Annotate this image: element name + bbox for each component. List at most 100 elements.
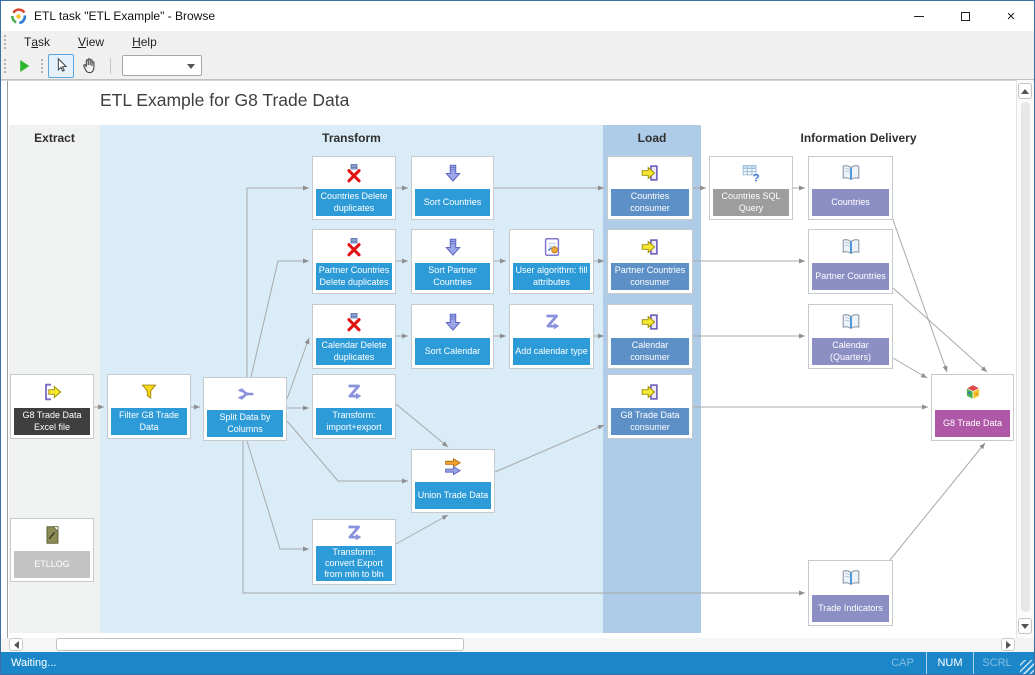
toolbar-separator [110,57,111,74]
horizontal-scroll-thumb[interactable] [56,638,464,651]
filter-icon [108,375,190,408]
node-label: Countries consumer [611,189,689,216]
play-icon [15,57,33,75]
import-icon [608,157,692,189]
split-icon [204,378,286,410]
edge-partner-countries-to-g8-trade-data [892,287,988,373]
node-user-algorithm-fill-attributes[interactable]: User algorithm: fill attributes [509,229,594,294]
lane-extract-label: Extract [34,131,75,145]
indicator-cap: CAP [891,657,914,669]
node-sort-countries[interactable]: Sort Countries [411,156,494,220]
indicator-scrl: SCRL [973,652,1020,674]
pan-tool-button[interactable] [76,54,102,78]
edges-layer [94,185,988,596]
union-icon [412,450,494,482]
node-filter-g8-trade-data[interactable]: Filter G8 Trade Data [107,374,191,439]
title-bar: ETL task "ETL Example" - Browse × [1,1,1034,31]
node-countries[interactable]: Countries [808,156,893,220]
close-button[interactable]: × [988,1,1034,31]
dedup-icon [313,305,395,338]
node-union-trade-data[interactable]: Union Trade Data [411,449,495,513]
node-partner-countries[interactable]: Partner Countries [808,229,893,294]
node-transform-import-export[interactable]: Transform: import+export [312,374,396,439]
scrollbar-corner [1017,638,1034,652]
algo-icon [510,230,593,263]
node-etllog[interactable]: ETLLOG [10,518,94,582]
resize-grip[interactable] [1020,660,1034,674]
run-button[interactable] [11,54,37,78]
window-title: ETL task "ETL Example" - Browse [34,9,216,23]
book-icon [809,305,892,338]
edge-split-data-by-columns-to-transform-convert-export-from-mln-to-bln [246,440,309,552]
minimize-button[interactable] [896,1,942,31]
toolbar [1,52,1034,80]
node-partner-countries-consumer[interactable]: Partner Countries consumer [607,229,693,294]
transform-icon [313,520,395,546]
node-split-data-by-columns[interactable]: Split Data by Columns [203,377,287,441]
node-calendar-consumer[interactable]: Calendar consumer [607,304,693,369]
book-icon [809,561,892,595]
triangle-left-icon [13,640,19,649]
node-sort-calendar[interactable]: Sort Calendar [411,304,494,369]
node-label: Partner Countries consumer [611,263,689,290]
edge-union-trade-data-to-g8-trade-data-consumer [494,424,605,473]
edge-split-data-by-columns-to-union-trade-data [286,420,408,484]
lane-load-label: Load [637,131,667,145]
node-calendar-quarters[interactable]: Calendar (Quarters) [808,304,893,369]
node-label: Sort Countries [415,189,490,216]
maximize-icon [960,11,970,21]
node-label: Calendar Delete duplicates [316,338,392,365]
triangle-right-icon [1005,640,1011,649]
node-label: G8 Trade Data consumer [611,408,689,435]
toolbar-grip-2 [41,58,43,73]
select-tool-button[interactable] [48,53,74,78]
node-sort-partner-countries[interactable]: Sort Partner Countries [411,229,494,294]
sort-icon [412,230,493,263]
node-g8-trade-data-excel-file[interactable]: G8 Trade Data Excel file [10,374,94,439]
zoom-combobox[interactable] [122,55,202,76]
diagram-title: ETL Example for G8 Trade Data [100,90,350,110]
node-transform-convert-export-from-mln-to-bln[interactable]: Transform: convert Export from mln to bl… [312,519,396,585]
node-label: Countries SQL Query [713,189,789,216]
transform-icon [313,375,395,408]
diagram-canvas[interactable]: Extract Transform Load Information Deliv… [1,80,1034,638]
node-label: Filter G8 Trade Data [111,408,187,435]
node-countries-consumer[interactable]: Countries consumer [607,156,693,220]
close-icon: × [1006,7,1016,25]
node-label: ETLLOG [14,551,90,578]
node-countries-sql-query[interactable]: Countries SQL Query [709,156,793,220]
dedup-icon [313,230,395,263]
node-countries-delete-duplicates[interactable]: Countries Delete duplicates [312,156,396,220]
maximize-button[interactable] [942,1,988,31]
scroll-right-button[interactable] [1001,638,1015,651]
node-g8-trade-data[interactable]: G8 Trade Data [931,374,1014,441]
transform-icon [510,305,593,338]
node-trade-indicators[interactable]: Trade Indicators [808,560,893,626]
node-g8-trade-data-consumer[interactable]: G8 Trade Data consumer [607,374,693,439]
log-icon [11,519,93,551]
node-calendar-delete-duplicates[interactable]: Calendar Delete duplicates [312,304,396,369]
node-add-calendar-type[interactable]: Add calendar type [509,304,594,369]
horizontal-scrollbar[interactable] [1,638,1017,652]
node-partner-countries-delete-duplicates[interactable]: Partner Countries Delete duplicates [312,229,396,294]
vertical-scrollbar[interactable] [1016,80,1033,638]
vertical-scroll-thumb[interactable] [1021,102,1030,612]
scroll-left-button[interactable] [9,638,23,651]
scroll-up-button[interactable] [1018,83,1032,99]
export-icon [11,375,93,408]
sort-icon [412,157,493,189]
edge-countries-to-g8-trade-data [891,216,948,373]
scroll-down-button[interactable] [1018,618,1032,634]
node-label: G8 Trade Data [935,410,1010,437]
import-icon [608,305,692,338]
edge-split-data-by-columns-to-calendar-delete-duplicates [286,337,310,400]
node-label: Countries Delete duplicates [316,189,392,216]
toolbar-grip-1 [4,58,6,73]
